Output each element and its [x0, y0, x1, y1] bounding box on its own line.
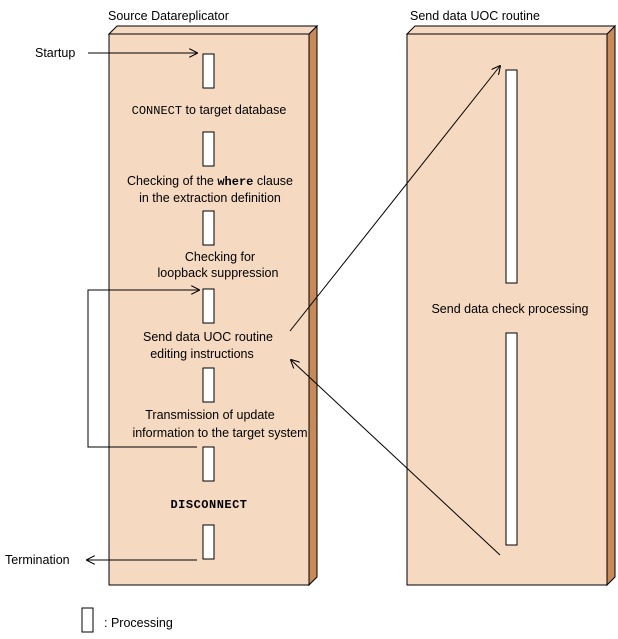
processing-bar-transmission — [202, 446, 215, 482]
step-loopback-label-line2: loopback suppression — [158, 266, 279, 280]
processing-bar-loopback — [202, 288, 215, 324]
step-uoc-label-line2: editing instructions — [150, 347, 254, 361]
step-loopback-label-line1: Checking for — [185, 250, 255, 264]
step-transmission-label-line2: information to the target system — [132, 426, 307, 440]
step-connect-label: CONNECT to target database — [132, 103, 287, 118]
call-uoc-routine-arrow — [289, 66, 500, 332]
return-from-uoc-routine-arrow — [291, 360, 501, 556]
step-transmission-label-line1: Transmission of update — [145, 408, 275, 422]
processing-bar-right-bottom — [505, 332, 518, 546]
processing-bar-right-top — [505, 69, 518, 284]
legend-processing-label: : Processing — [104, 616, 173, 630]
step-disconnect-label: DISCONNECT — [170, 498, 247, 512]
legend-processing-symbol — [81, 607, 94, 633]
step-where-label-line1: Checking of the where clause — [127, 174, 293, 189]
termination-label: Termination — [5, 553, 70, 567]
processing-bar-disconnect — [202, 524, 215, 560]
processing-bar-uoc — [202, 367, 215, 403]
processing-bar-connect — [202, 131, 215, 167]
processing-bar-startup — [202, 53, 215, 89]
legend: : Processing — [81, 607, 173, 633]
left-panel-title: Source Datareplicator — [108, 9, 229, 23]
send-data-check-processing-label: Send data check processing — [431, 302, 588, 316]
right-panel-title: Send data UOC routine — [410, 9, 540, 23]
step-uoc-label-line1: Send data UOC routine — [143, 330, 273, 344]
loop-back-arrow — [87, 290, 199, 448]
startup-label: Startup — [35, 46, 75, 60]
processing-bar-where — [202, 210, 215, 246]
step-where-label-line2: in the extraction definition — [139, 191, 281, 205]
